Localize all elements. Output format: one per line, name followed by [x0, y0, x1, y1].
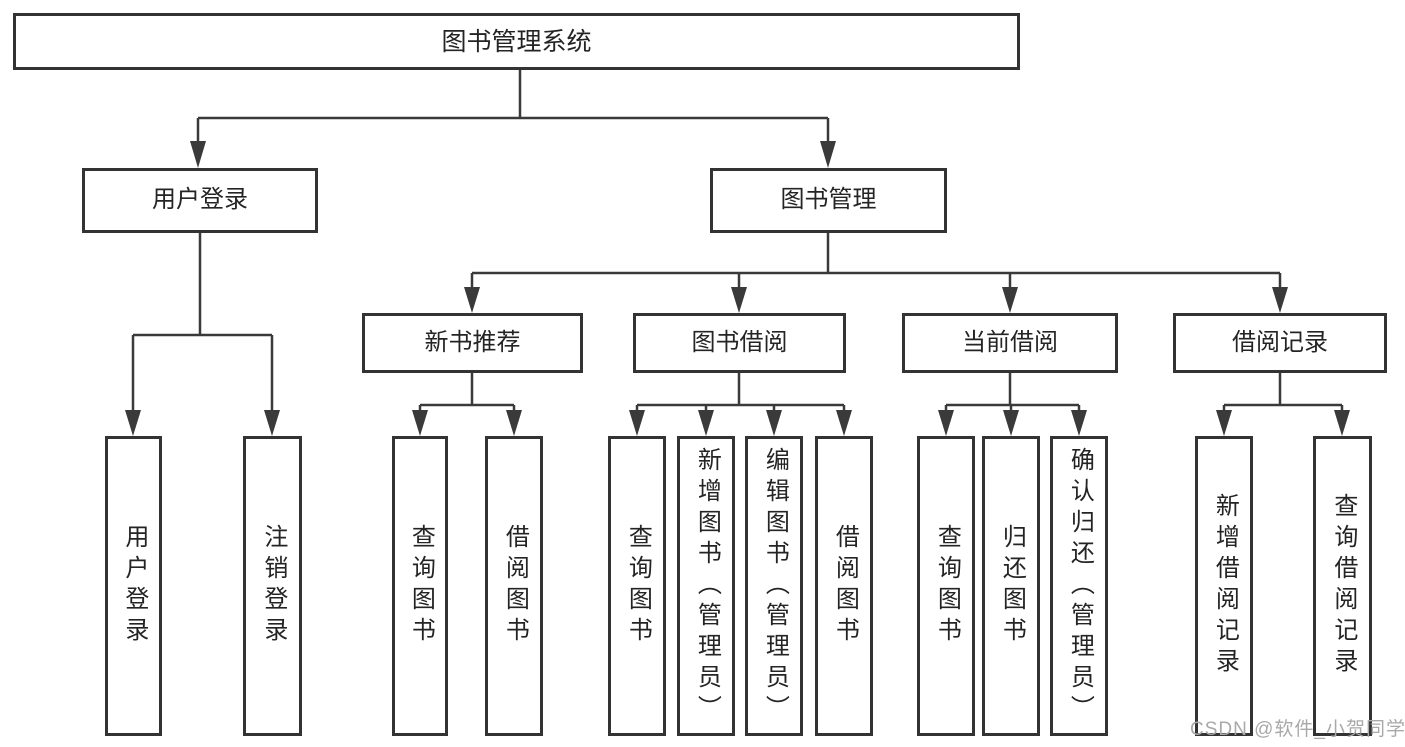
node-new-book-rec: 新书推荐	[362, 313, 583, 373]
node-current-borrow: 当前借阅	[902, 313, 1118, 373]
leaf-label: 归还图书	[998, 524, 1026, 648]
arrowhead-icon	[820, 141, 836, 168]
arrowhead-icon	[731, 287, 747, 313]
connector-book-borrow-to-leaves	[629, 373, 852, 436]
node-user-login: 用户登录	[82, 168, 318, 233]
arrowhead-icon	[1216, 410, 1232, 436]
node-borrow-records: 借阅记录	[1173, 313, 1387, 373]
leaf-label: 查询借阅记录	[1329, 493, 1357, 679]
arrowhead-icon	[1002, 287, 1018, 313]
arrowhead-icon	[766, 410, 782, 436]
node-book-mgmt: 图书管理	[710, 168, 947, 233]
leaf-label: 借阅图书	[501, 524, 529, 648]
connector-line	[131, 233, 274, 411]
connector-current-borrow-to-leaves	[938, 373, 1087, 436]
node-logout-leaf: 注销登录	[243, 436, 302, 736]
arrowhead-icon	[125, 410, 141, 436]
arrowhead-icon	[264, 410, 280, 436]
node-current-return-books: 归还图书	[982, 436, 1040, 736]
arrowhead-icon	[1334, 410, 1350, 436]
node-records-add-borrow-record: 新增借阅记录	[1195, 436, 1253, 736]
node-borrow-edit-books-admin: 编辑图书（管理员）	[745, 436, 803, 736]
node-book-borrow: 图书借阅	[633, 313, 846, 373]
node-book-mgmt-label: 图书管理	[780, 186, 877, 214]
node-root-label: 图书管理系统	[441, 27, 592, 56]
node-user-login-leaf: 用户登录	[105, 436, 162, 736]
node-new-book-rec-label: 新书推荐	[424, 328, 521, 356]
arrowhead-icon	[464, 287, 480, 313]
connector-line	[196, 70, 830, 142]
node-borrow-query-books: 查询图书	[608, 436, 666, 736]
leaf-label: 用户登录	[120, 524, 148, 648]
node-rec-query-books: 查询图书	[392, 436, 448, 736]
connector-user-login-to-leaves	[125, 233, 280, 436]
node-root: 图书管理系统	[13, 13, 1020, 70]
leaf-label: 查询图书	[933, 524, 961, 648]
arrowhead-icon	[506, 410, 522, 436]
arrowhead-icon	[698, 410, 714, 436]
leaf-label: 查询图书	[407, 524, 435, 648]
connector-new-book-rec-to-leaves	[412, 373, 522, 436]
connector-line	[1222, 373, 1344, 411]
arrowhead-icon	[836, 410, 852, 436]
node-borrow-records-label: 借阅记录	[1232, 328, 1328, 356]
node-user-login-label: 用户登录	[152, 186, 248, 214]
arrowhead-icon	[1272, 287, 1288, 313]
connector-line	[470, 233, 1282, 288]
leaf-label: 编辑图书（管理员）	[761, 446, 789, 726]
arrowhead-icon	[1003, 410, 1019, 436]
arrowhead-icon	[629, 410, 645, 436]
connector-borrow-records-to-leaves	[1216, 373, 1350, 436]
leaf-label: 新增借阅记录	[1211, 493, 1239, 679]
node-borrow-borrow-books: 借阅图书	[815, 436, 873, 736]
connector-line	[635, 373, 846, 411]
arrowhead-icon	[412, 410, 428, 436]
node-current-query-books: 查询图书	[917, 436, 975, 736]
leaf-label: 确认归还（管理员）	[1066, 446, 1094, 726]
node-current-confirm-return-admin: 确认归还（管理员）	[1050, 436, 1108, 736]
leaf-label: 查询图书	[624, 524, 652, 648]
connector-root-to-level1	[190, 70, 836, 168]
node-records-query-borrow-record: 查询借阅记录	[1313, 436, 1372, 736]
arrowhead-icon	[938, 410, 954, 436]
node-book-borrow-label: 图书借阅	[691, 328, 788, 356]
leaf-label: 借阅图书	[831, 524, 859, 648]
arrowhead-icon	[190, 141, 206, 168]
node-borrow-add-books-admin: 新增图书（管理员）	[677, 436, 735, 736]
connector-line	[944, 373, 1081, 411]
csdn-watermark: CSDN @软件_小贺同学	[1190, 719, 1405, 740]
arrowhead-icon	[1071, 410, 1087, 436]
leaf-label: 注销登录	[259, 524, 287, 648]
connector-line	[418, 373, 516, 411]
node-rec-borrow-books: 借阅图书	[485, 436, 543, 736]
node-current-borrow-label: 当前借阅	[962, 328, 1058, 356]
connector-book-mgmt-to-level2	[464, 233, 1288, 313]
leaf-label: 新增图书（管理员）	[693, 446, 721, 726]
